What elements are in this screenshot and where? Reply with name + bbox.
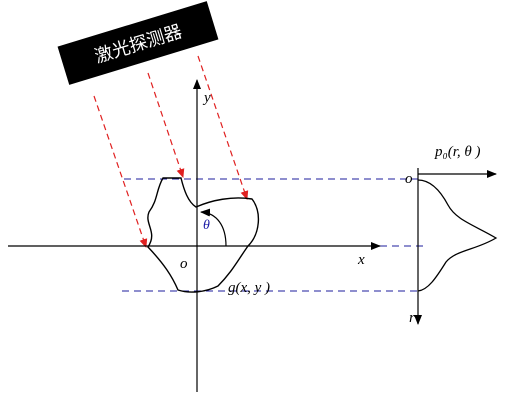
y-axis-label: y — [202, 90, 211, 106]
laser-beam-3 — [197, 55, 249, 200]
laser-detector: 激光探测器 — [57, 1, 219, 85]
laser-beam-1 — [93, 95, 148, 248]
r-axis-label: r — [409, 310, 415, 326]
projection-origin-label: o — [405, 171, 413, 187]
laser-beams — [93, 55, 249, 248]
object-shape — [147, 177, 259, 293]
x-axis-label: x — [357, 252, 365, 268]
origin-label: o — [180, 256, 188, 272]
projection-guides — [122, 178, 428, 292]
detector-box — [57, 1, 219, 85]
projection-function-label: p₀(r, θ ) — [434, 144, 481, 160]
projection-curve — [417, 179, 498, 292]
theta-arc — [200, 208, 227, 247]
theta-label: θ — [203, 218, 210, 233]
laser-beam-2 — [147, 72, 185, 178]
object-function-label: g(x, y ) — [228, 280, 270, 296]
